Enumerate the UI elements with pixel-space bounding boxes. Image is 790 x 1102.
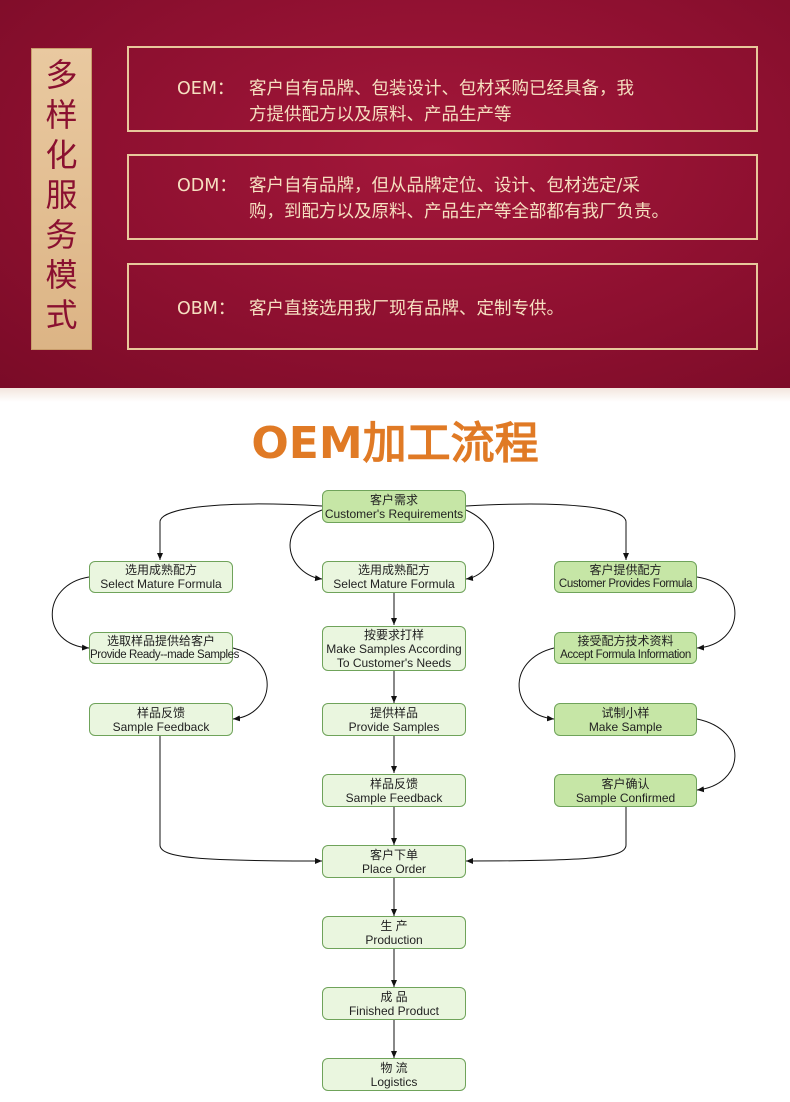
arrow-r2-to-r3 [518,647,555,722]
obm-mode-line1: 客户直接选用我厂现有品牌、定制专供。 [249,299,564,319]
oem-process-title: OEM加工流程 [251,418,539,469]
arrow-req-to-left [157,503,323,560]
side-title: 多 样 化 服 务 模 式 [31,48,92,350]
odm-mode-line1: 客户自有品牌，但从品牌定位、设计、包材选定/采 [249,176,640,196]
obm-mode-label: OBM： [177,299,236,319]
oem-mode-label: OEM： [177,79,235,99]
oem-mode-line2: 方提供配方以及原料、产品生产等 [249,105,512,125]
banner-bottom-strip [0,388,790,402]
arrow-l1-to-l2 [51,576,90,651]
side-title-char: 服 [45,176,78,214]
odm-mode-box: ODM： 客户自有品牌，但从品牌定位、设计、包材选定/采 购，到配方以及原料、产品… [127,154,758,240]
side-title-char: 化 [45,136,78,174]
side-title-char: 模 [45,256,78,294]
arrow-r4-to-order [465,807,627,864]
oem-mode-box: OEM： 客户自有品牌、包装设计、包材采购已经具备，我 方提供配方以及原料、产品生… [127,46,758,132]
side-title-char: 务 [45,216,78,254]
side-title-char: 样 [45,96,78,134]
service-modes-banner: 多 样 化 服 务 模 式 OEM： 客户自有品牌、包装设计、包材采购已经具备，我… [0,0,790,388]
arrow-r3-to-r4 [696,718,736,793]
arrow-req-to-center [289,509,323,582]
side-title-char: 多 [45,56,78,94]
arrow-l2-to-l3 [232,647,268,722]
arrow-r1-to-r2 [696,576,736,651]
arrow-req-to-right [465,503,629,560]
oem-mode-line1: 客户自有品牌、包装设计、包材采购已经具备，我 [249,79,634,99]
obm-mode-box: OBM： 客户直接选用我厂现有品牌、定制专供。 [127,263,758,350]
side-title-char: 式 [45,296,78,334]
arrow-l3-to-order [159,736,323,864]
arrow-req-to-center-b [465,509,495,582]
odm-mode-line2: 购，到配方以及原料、产品生产等全部都有我厂负责。 [249,202,669,222]
odm-mode-label: ODM： [177,176,237,196]
